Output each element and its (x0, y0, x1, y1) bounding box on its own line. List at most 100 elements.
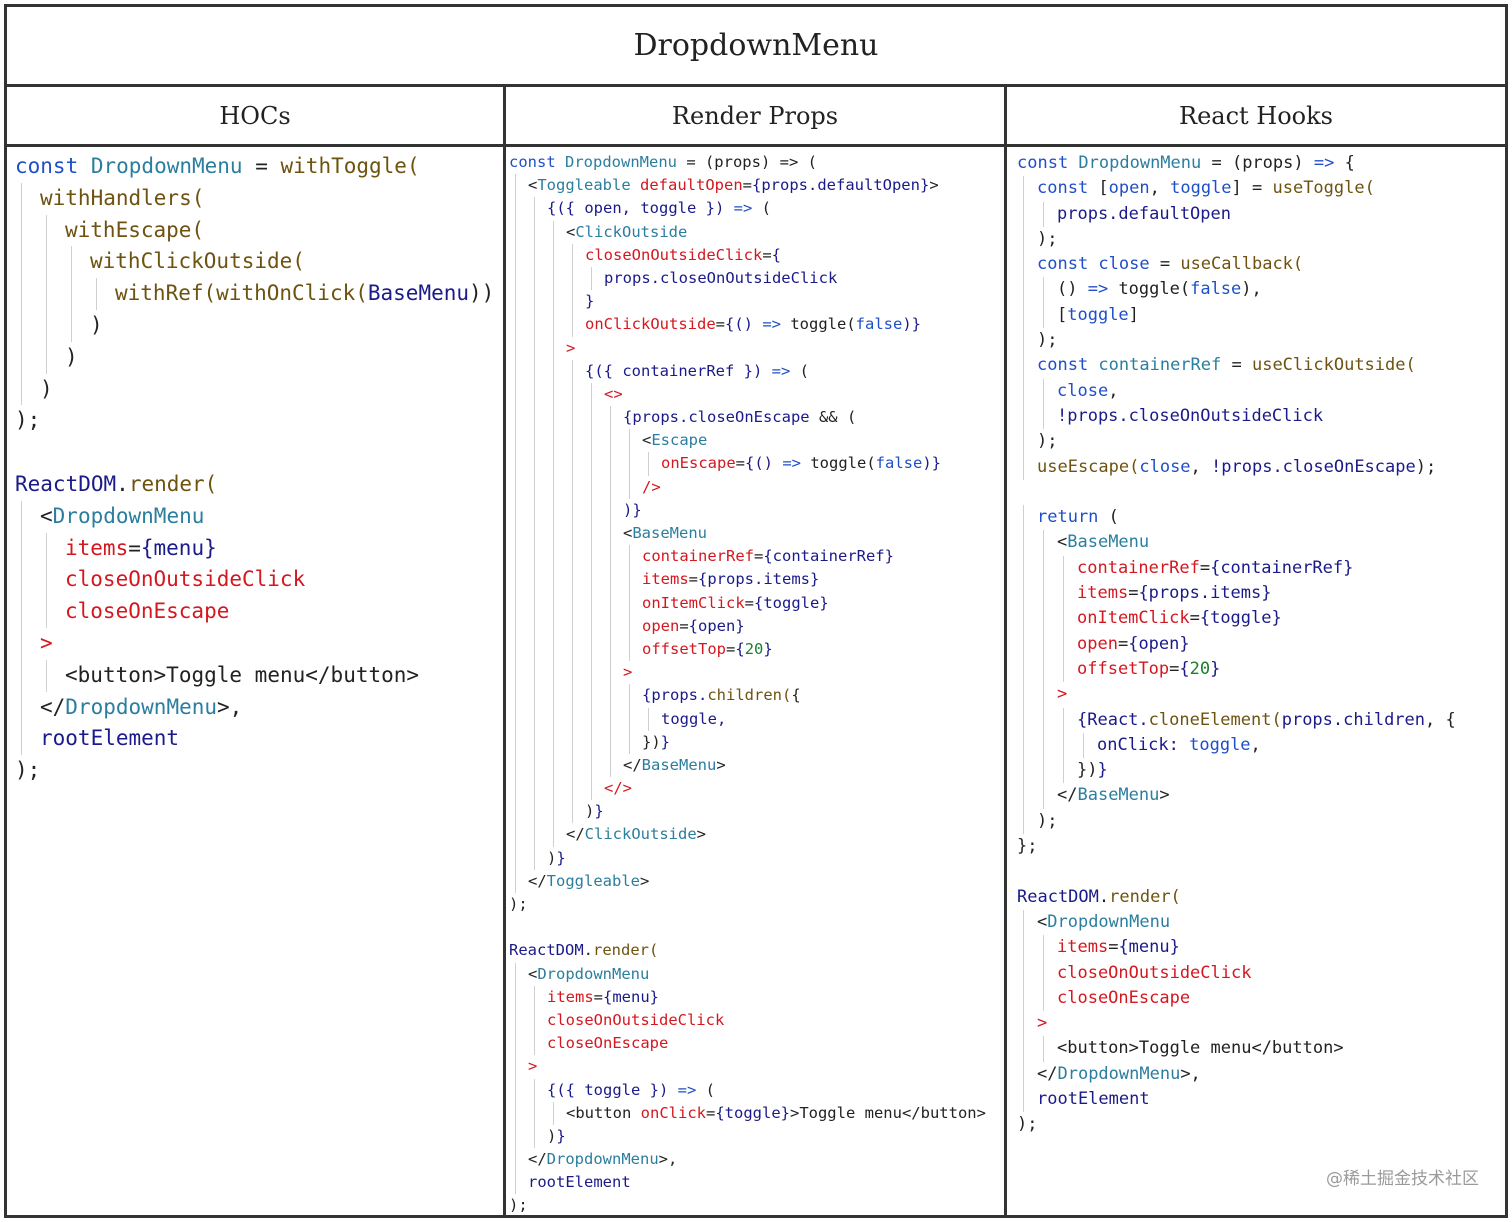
indent-guide (629, 452, 630, 476)
indent-guide (553, 800, 554, 824)
indent-guide (534, 800, 535, 824)
code-line: items={menu} (7, 532, 503, 565)
indent-guide (591, 406, 592, 430)
indent-guide (46, 564, 47, 597)
indent-guide (515, 359, 516, 383)
code-token: = (1128, 583, 1139, 604)
indent-guide (534, 985, 535, 1009)
indent-guide (1043, 1036, 1044, 1062)
code-line: offsetTop={20} (506, 637, 1004, 662)
code-token: const (509, 153, 565, 171)
code-line: onClick: toggle, (1007, 732, 1505, 759)
indent-guide (610, 684, 611, 708)
indent-guide (610, 730, 611, 754)
code-token: < (528, 176, 538, 195)
code-token: onItemClick (642, 593, 745, 612)
indent-guide (629, 614, 630, 638)
indent-guide (591, 522, 592, 546)
indent-guide (572, 661, 573, 685)
indent-guide (1063, 656, 1064, 683)
code-token: Toggleable (546, 871, 640, 890)
indent-guide (1083, 732, 1084, 759)
indent-guide (591, 707, 592, 731)
indent-guide (1023, 707, 1024, 733)
code-token: false (855, 315, 903, 334)
indent-guide (1023, 808, 1024, 835)
indent-guide (572, 591, 573, 615)
code-token: , (1108, 380, 1119, 401)
indent-guide (1043, 530, 1044, 556)
code-token: !props.closeOnEscape (1211, 456, 1416, 477)
code-token: ); (1037, 431, 1058, 452)
code-token: = (715, 315, 725, 334)
code-token: > (566, 338, 576, 357)
code-token: toggle, (661, 709, 727, 728)
indent-guide (21, 532, 22, 565)
code-line: toggle, (506, 707, 1004, 731)
indent-guide (515, 429, 516, 453)
indent-guide (534, 197, 535, 221)
indent-guide (534, 568, 535, 592)
indent-guide (534, 429, 535, 453)
indent-guide (1063, 555, 1064, 582)
indent-guide (534, 730, 535, 754)
indent-guide (572, 545, 573, 569)
code-token: )) (469, 281, 495, 306)
code-token: { (791, 686, 801, 705)
code-token: = (679, 616, 689, 635)
code-token: open (1108, 178, 1150, 199)
indent-guide (1063, 732, 1064, 759)
code-line: closeOnOutsideClick (506, 1008, 1004, 1033)
code-token: )} (902, 315, 921, 334)
indent-guide (46, 659, 47, 692)
indent-guide (515, 1032, 516, 1056)
indent-guide (534, 359, 535, 383)
indent-guide (21, 723, 22, 756)
code-line: {props.closeOnEscape && ( (506, 406, 1004, 430)
indent-guide (1043, 935, 1044, 961)
indent-guide (21, 659, 22, 692)
indent-guide (648, 707, 649, 731)
code-line: onItemClick={toggle} (506, 591, 1004, 615)
indent-guide (610, 568, 611, 592)
indent-guide (1023, 1086, 1024, 1113)
indent-guide (1023, 353, 1024, 379)
code-token: <button (566, 1103, 641, 1122)
code-token: = (762, 245, 772, 264)
code-token: , (1190, 456, 1212, 477)
code-line: <DropdownMenu (7, 500, 503, 533)
code-token: BaseMenu (1077, 785, 1160, 806)
code-token: { (1179, 658, 1190, 679)
code-token: BaseMenu (641, 755, 717, 774)
indent-guide (591, 429, 592, 453)
code-line: closeOnOutsideClick (1007, 960, 1505, 986)
code-token: ReactDOM (509, 941, 584, 960)
indent-guide (515, 498, 516, 522)
code-token: [ (1057, 304, 1068, 325)
code-token: {toggle} (1199, 608, 1282, 629)
indent-guide (534, 220, 535, 244)
code-token: < (623, 524, 633, 542)
column-hocs: HOCs const DropdownMenu = withToggle(wit… (7, 87, 506, 1215)
indent-guide (515, 846, 516, 870)
indent-guide (591, 614, 592, 638)
indent-guide (515, 1055, 516, 1079)
code-token: = (726, 639, 736, 658)
indent-guide (572, 475, 573, 499)
code-token: DropdownMenu (65, 694, 218, 719)
code-line: </BaseMenu> (1007, 783, 1505, 809)
indent-guide (553, 637, 554, 662)
code-line: <BaseMenu (506, 522, 1004, 546)
code-line: withEscape( (7, 214, 503, 247)
indent-guide (629, 684, 630, 708)
indent-guide (534, 684, 535, 708)
indent-guide (1063, 631, 1064, 657)
indent-guide (21, 182, 22, 215)
indent-guide (572, 243, 573, 267)
code-token: {props.items} (1138, 583, 1272, 604)
code-line: onEscape={() => toggle(false)} (506, 452, 1004, 476)
indent-guide (572, 637, 573, 662)
code-token: withHandlers( (40, 185, 205, 210)
code-token: BaseMenu (367, 281, 470, 306)
indent-guide (515, 1171, 516, 1195)
